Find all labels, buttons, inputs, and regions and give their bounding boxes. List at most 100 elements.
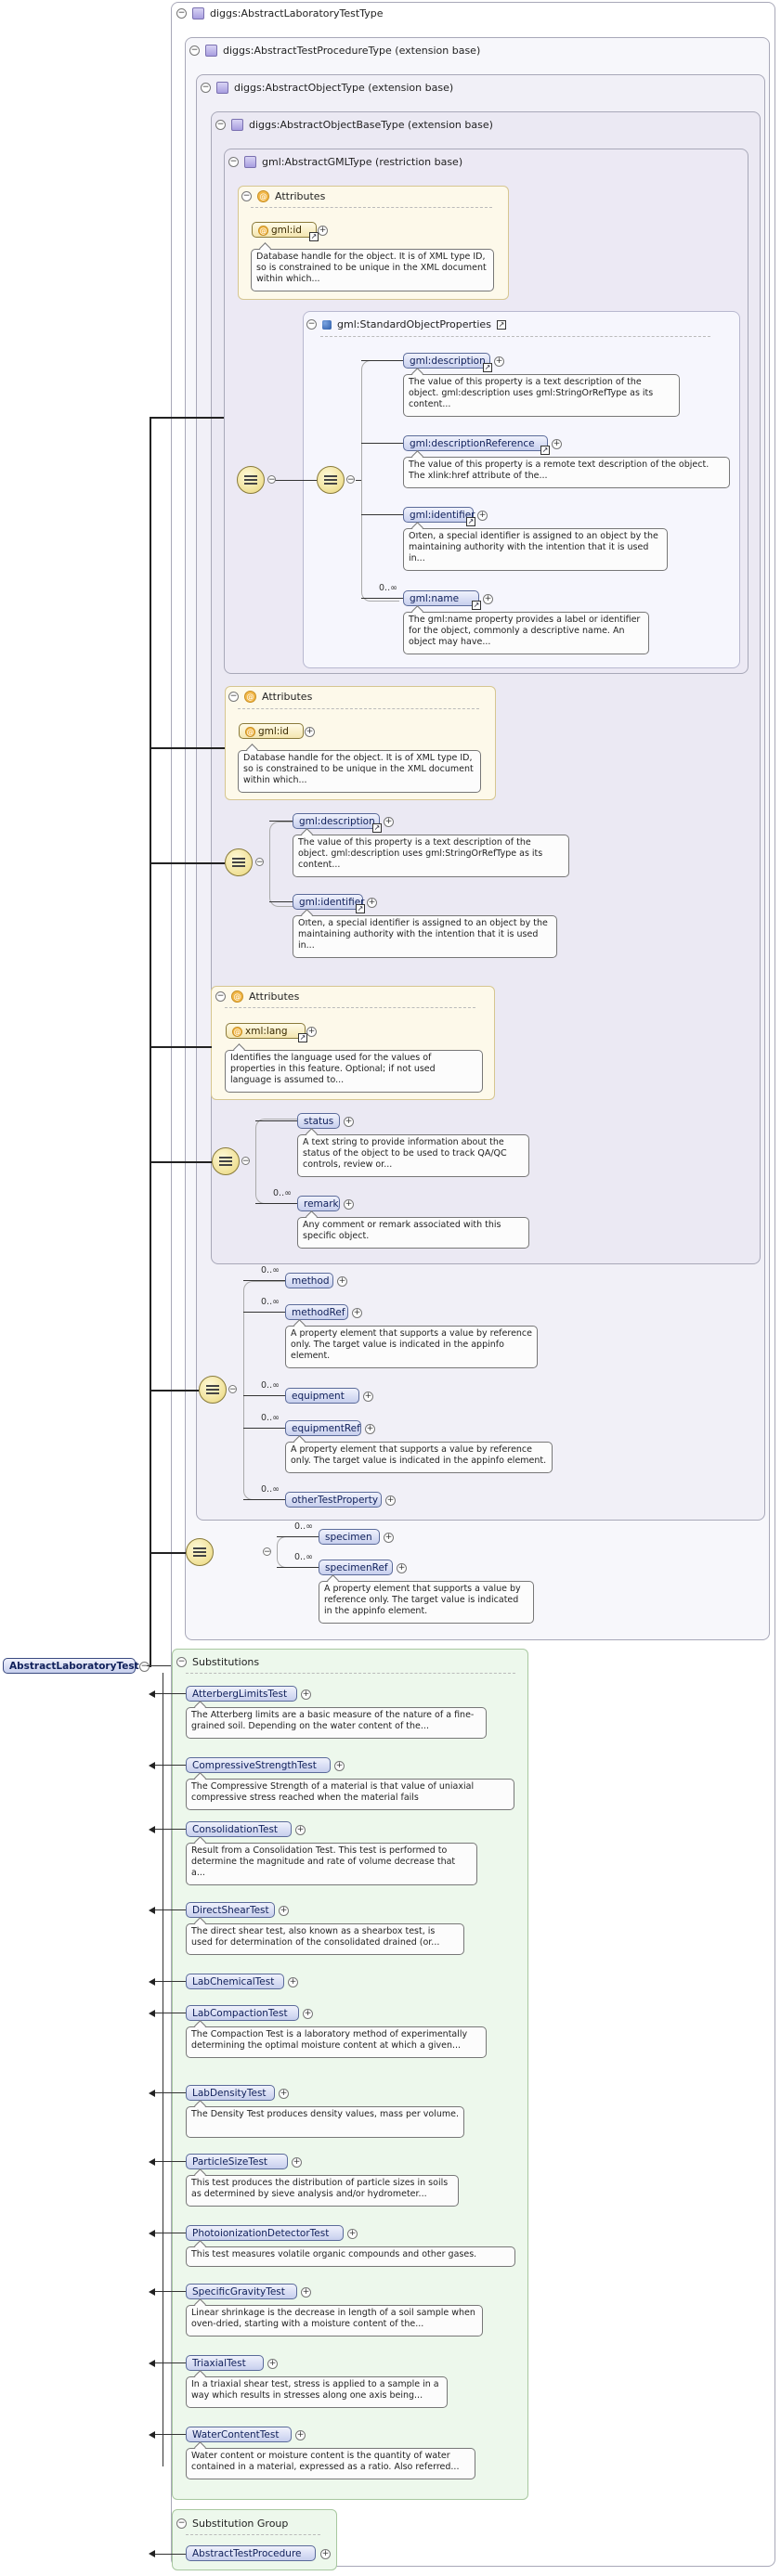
arrow-left-icon [149,1978,155,1986]
substitution-directsheartest[interactable]: DirectShearTest [186,1902,275,1918]
expand-icon[interactable]: + [384,1533,394,1543]
element-gml-identifier[interactable]: gml:identifier [403,507,475,523]
substitution-triaxialtest[interactable]: TriaxialTest [186,2355,264,2371]
collapse-icon[interactable]: − [267,475,276,485]
expand-icon[interactable]: + [320,2549,331,2559]
element-equipment[interactable]: equipment [285,1388,359,1404]
attr-gml-id[interactable]: @gml:id [252,222,317,238]
expand-icon[interactable]: + [344,1117,354,1127]
collapse-icon[interactable]: − [201,83,211,93]
collapse-icon[interactable]: − [215,991,226,1002]
attribute-icon: @ [258,226,268,236]
expand-icon[interactable]: + [295,2430,306,2440]
expand-icon[interactable]: + [295,1825,306,1835]
substitution-group-title: − Substitution Group [176,2518,289,2530]
divider [225,1007,475,1008]
expand-icon[interactable]: + [384,817,394,827]
collapse-icon[interactable]: − [139,1662,150,1672]
expand-icon[interactable]: + [303,2009,313,2019]
substitution-consolidationtest[interactable]: ConsolidationTest [186,1821,292,1837]
attr-gml-id[interactable]: @gml:id [239,723,304,739]
expand-icon[interactable]: + [483,594,493,604]
element-gml-name[interactable]: gml:name [403,590,479,606]
expand-icon[interactable]: + [552,439,562,449]
substitution-labcompactiontest[interactable]: LabCompactionTest [186,2005,299,2021]
collapse-icon[interactable]: − [306,319,317,330]
substitution-desc: Water content or moisture content is the… [186,2448,475,2479]
element-specimen[interactable]: specimen [319,1529,380,1545]
element-gml-identifier[interactable]: gml:identifier [293,894,364,910]
expand-icon[interactable]: + [306,1027,317,1037]
substitution-particlesizetest[interactable]: ParticleSizeTest [186,2154,288,2169]
ref-arrow-icon: ↗ [496,319,506,330]
element-specimenref[interactable]: specimenRef [319,1560,393,1575]
collapse-icon[interactable]: − [189,45,200,56]
complex-type-icon [231,119,243,131]
expand-icon[interactable]: + [279,1906,289,1916]
expand-icon[interactable]: + [288,1977,298,1987]
attr-desc: Identifies the language used for the val… [225,1050,483,1093]
attr-desc: Database handle for the object. It is of… [251,249,494,291]
element-methodref[interactable]: methodRef [285,1304,348,1320]
expand-icon[interactable]: + [352,1308,362,1318]
element-gml-description[interactable]: gml:description [293,813,380,829]
collapse-icon[interactable]: − [263,1547,271,1557]
expand-icon[interactable]: + [292,2157,302,2168]
substitution-watercontenttest[interactable]: WaterContentTest [186,2427,292,2442]
expand-icon[interactable]: + [363,1392,373,1402]
collapse-icon[interactable]: − [255,858,264,867]
collapse-icon[interactable]: − [228,157,239,167]
expand-icon[interactable]: + [477,511,488,521]
expand-icon[interactable]: + [494,356,504,367]
expand-icon[interactable]: + [337,1276,347,1287]
arrow-left-icon [149,1762,155,1769]
procedure-title: − diggs:AbstractTestProcedureType (exten… [189,45,481,57]
substitution-compressivestrengthtest[interactable]: CompressiveStrengthTest [186,1757,331,1773]
substitution-photoionizationdetectortest[interactable]: PhotoionizationDetectorTest [186,2225,344,2241]
root-element-abstract-laboratory-test[interactable]: AbstractLaboratoryTest [3,1658,139,1674]
expand-icon[interactable]: + [279,2089,289,2099]
element-desc: A property element that supports a value… [319,1581,534,1624]
collapse-icon[interactable]: − [241,1157,250,1166]
collapse-icon[interactable]: − [346,475,355,485]
element-equipmentref[interactable]: equipmentRef [285,1420,361,1436]
substitution-group-item[interactable]: AbstractTestProcedure [186,2545,316,2561]
expand-icon[interactable]: + [365,1424,375,1434]
element-othertestproperty[interactable]: otherTestProperty [285,1492,382,1508]
attr-xml-lang[interactable]: @xml:lang [226,1023,306,1039]
expand-icon[interactable]: + [318,226,328,236]
collapse-icon[interactable]: − [176,1657,187,1667]
connector [155,2362,186,2363]
expand-icon[interactable]: + [385,1495,396,1506]
collapse-icon[interactable]: − [176,8,187,19]
expand-icon[interactable]: + [267,2359,278,2369]
connector [271,480,318,481]
collapse-icon[interactable]: − [215,120,226,130]
substitution-labchemicaltest[interactable]: LabChemicalTest [186,1974,284,1989]
connector [361,360,403,361]
element-gml-description[interactable]: gml:description [403,353,490,369]
expand-icon[interactable]: + [367,898,377,908]
substitution-labdensitytest[interactable]: LabDensityTest [186,2085,275,2101]
expand-icon[interactable]: + [334,1761,345,1771]
connector [243,1280,285,1281]
element-remark[interactable]: remark [297,1196,340,1211]
expand-icon[interactable]: + [305,727,315,737]
expand-icon[interactable]: + [301,2287,311,2298]
expand-icon[interactable]: + [301,1689,311,1700]
collapse-icon[interactable]: − [228,692,239,702]
element-method[interactable]: method [285,1273,333,1288]
expand-icon[interactable]: + [397,1563,407,1573]
element-status[interactable]: status [297,1113,340,1129]
expand-icon[interactable]: + [344,1199,354,1210]
expand-icon[interactable]: + [347,2229,358,2239]
gml-attributes-title: − @ Attributes [241,190,326,202]
collapse-icon[interactable]: − [228,1385,237,1394]
arrow-left-icon [149,1690,155,1698]
element-gml-descriptionreference[interactable]: gml:descriptionReference [403,435,548,451]
collapse-icon[interactable]: − [241,191,252,201]
substitution-specificgravitytest[interactable]: SpecificGravityTest [186,2284,297,2299]
substitution-atterberglimitstest[interactable]: AtterbergLimitsTest [186,1686,297,1702]
ref-arrow-icon: ↗ [356,904,365,913]
collapse-icon[interactable]: − [176,2518,187,2529]
